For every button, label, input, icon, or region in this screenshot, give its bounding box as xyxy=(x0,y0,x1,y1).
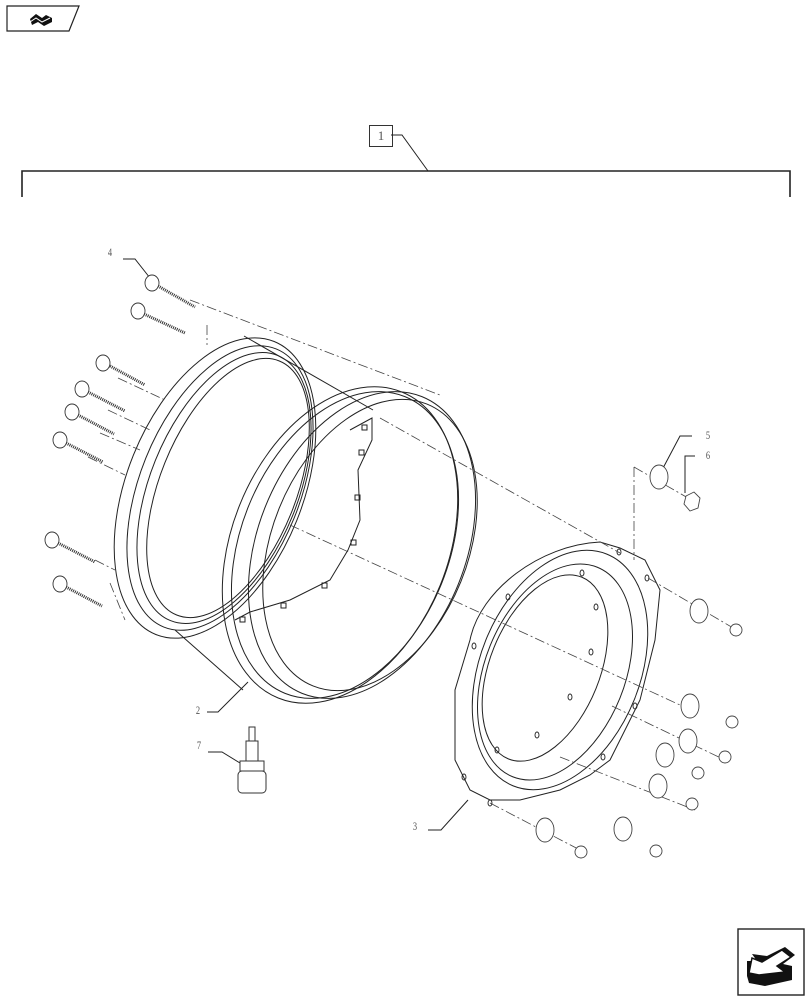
bolt-part-4 xyxy=(144,274,196,309)
back-button[interactable] xyxy=(737,928,805,996)
previous-page-button[interactable] xyxy=(6,5,80,32)
bolts xyxy=(44,274,196,608)
callout-6: 6 xyxy=(705,448,711,462)
assembly-reference-label: 1 xyxy=(377,128,385,143)
washer-part-5 xyxy=(649,464,669,490)
callout-4: 4 xyxy=(107,245,113,259)
callout-5: 5 xyxy=(705,428,711,442)
callout-3: 3 xyxy=(412,819,418,833)
assembly-reference-box: 1 xyxy=(369,125,393,147)
callout-2: 2 xyxy=(195,703,201,717)
rim-part xyxy=(113,335,478,704)
assembly-bracket xyxy=(21,170,791,197)
nut-part-6 xyxy=(683,491,701,512)
washers-and-nuts xyxy=(535,464,743,859)
callout-7: 7 xyxy=(196,738,202,752)
book-arrow-icon xyxy=(6,5,80,32)
valve-part-7 xyxy=(237,726,267,794)
wheel-disc-part xyxy=(454,541,661,807)
back-arrow-icon xyxy=(737,928,805,996)
